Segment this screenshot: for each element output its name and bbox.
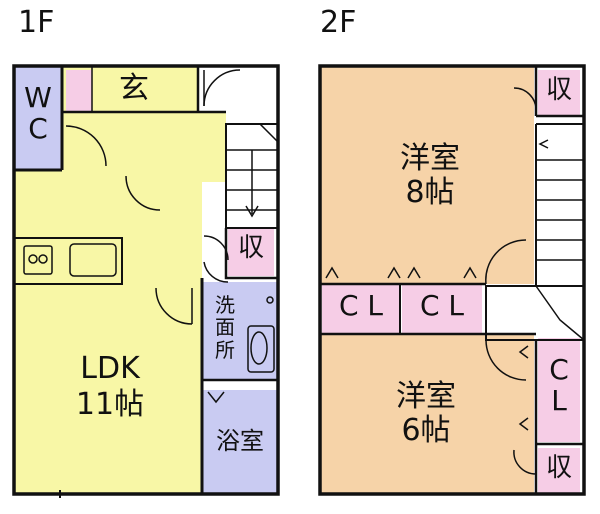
western-6-name-label: 洋室 <box>396 379 456 414</box>
closet-right <box>402 284 482 334</box>
storage-1f <box>228 228 274 276</box>
storage-1f-label: 収 <box>237 233 264 263</box>
ldk-room <box>14 124 202 494</box>
ldk-size-label: 11帖 <box>75 387 145 422</box>
closet-vertical <box>538 338 580 442</box>
entrance-label: 玄 <box>119 71 149 106</box>
washroom-room <box>202 282 278 380</box>
storage-2f-bottom <box>538 448 580 494</box>
closet-left <box>322 284 400 334</box>
washroom-label: 洗 面 所 <box>215 293 235 362</box>
closet-vertical-label: C L <box>549 353 569 418</box>
western-room-8 <box>320 66 534 284</box>
storage-2f-bottom-label: 収 <box>545 453 572 483</box>
western-6-size-label: 6帖 <box>401 413 451 448</box>
floor-label-2f: 2F <box>320 5 357 40</box>
wc-room <box>14 66 62 170</box>
storage-2f-top-label: 収 <box>545 75 572 105</box>
entrance-storage <box>66 70 92 112</box>
bath-room <box>202 390 278 494</box>
western-8-size-label: 8帖 <box>405 175 455 210</box>
storage-2f-top <box>538 70 580 116</box>
ldk-upper-room <box>62 112 226 182</box>
ldk-name-label: LDK <box>80 351 140 386</box>
bath-label: 浴室 <box>216 427 264 455</box>
closet-left-label: C L <box>338 289 384 322</box>
closet-right-label: C L <box>419 289 465 322</box>
floor-label-1f: 1F <box>18 5 55 40</box>
western-8-name-label: 洋室 <box>400 141 460 176</box>
wc-label: W C <box>24 81 52 146</box>
western-room-6 <box>320 334 534 494</box>
